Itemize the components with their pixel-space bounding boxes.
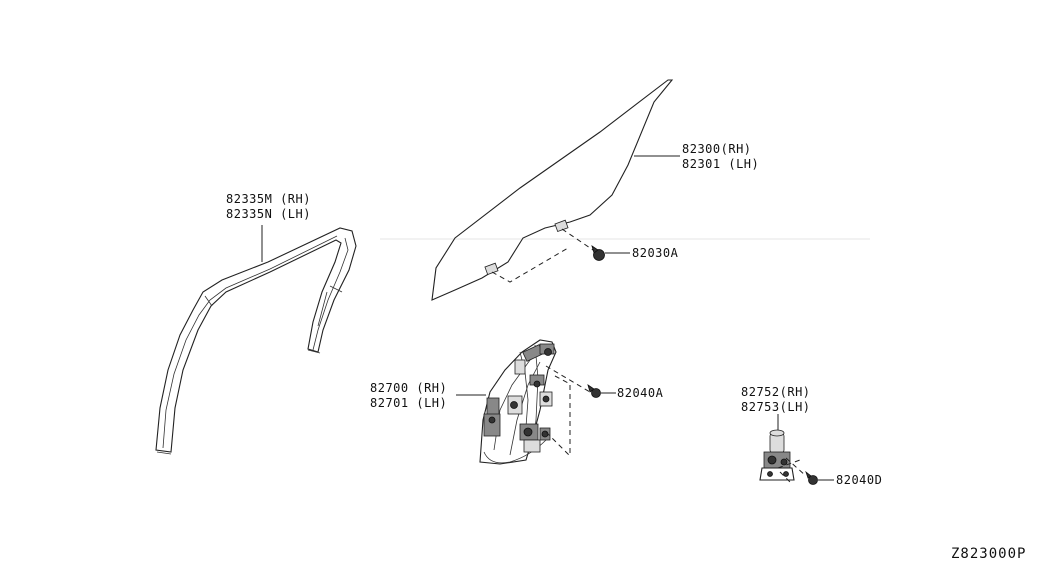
motor-screw-dash <box>777 457 807 485</box>
regulator-motor[interactable] <box>759 429 795 481</box>
glass-run-channel[interactable] <box>155 227 357 455</box>
run-channel-label-rh: 82335M (RH) <box>226 192 311 206</box>
door-glass-label-rh: 82300(RH) <box>682 142 752 156</box>
window-regulator[interactable] <box>479 339 557 465</box>
run-channel-label-lh: 82335N (LH) <box>226 207 311 221</box>
glass-bolt[interactable] <box>591 245 605 261</box>
motor-label-rh: 82752(RH) <box>741 385 811 399</box>
door-glass-label-lh: 82301 (LH) <box>682 157 759 171</box>
glass-bolt-label: 82030A <box>632 246 679 260</box>
door-glass[interactable] <box>431 79 674 301</box>
regulator-bolt[interactable] <box>587 384 601 398</box>
diagram-code: Z823000P <box>951 546 1026 562</box>
motor-screw-label: 82040D <box>836 473 882 487</box>
regulator-bolt-dash <box>545 365 591 457</box>
regulator-bolt-label: 82040A <box>617 386 664 400</box>
regulator-label-rh: 82700 (RH) <box>370 381 447 395</box>
motor-screw[interactable] <box>805 470 818 485</box>
regulator-label-lh: 82701 (LH) <box>370 396 447 410</box>
glass-bolt-dash <box>491 228 597 283</box>
motor-label-lh: 82753(LH) <box>741 400 811 414</box>
